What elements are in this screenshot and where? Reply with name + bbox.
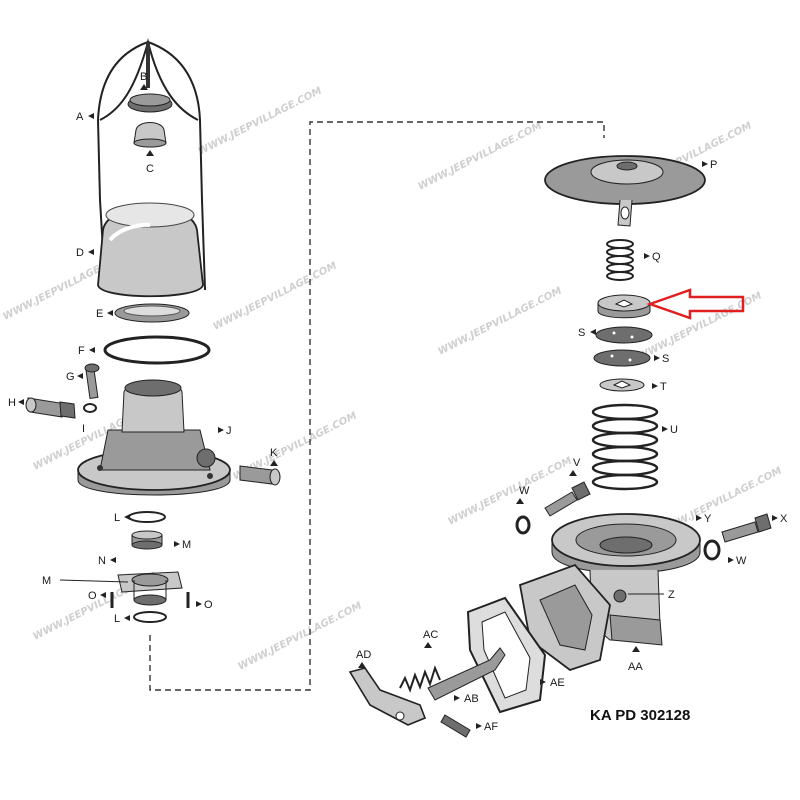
label-m: M: [182, 539, 191, 551]
highlight-arrow: [646, 288, 745, 320]
label-f: F: [78, 345, 85, 357]
part-u-spring: [591, 403, 659, 491]
label-e: E: [96, 308, 103, 320]
label-a: A: [76, 111, 84, 123]
part-m-valve: [131, 530, 163, 550]
part-k-outlet-fitting: [239, 465, 281, 486]
part-rocker-arm: [427, 647, 506, 701]
label-w: W: [519, 485, 530, 497]
part-ac-spring: [399, 665, 441, 693]
assembly-dashed-line: [149, 121, 605, 691]
part-d-glass-bowl: [97, 202, 204, 298]
part-af-pin: [440, 714, 471, 738]
label-ad: AD: [356, 649, 371, 661]
label-i: I: [82, 423, 85, 435]
label-s: S: [578, 327, 585, 339]
label-b: B: [140, 71, 147, 83]
part-p-diaphragm: [544, 155, 706, 227]
label-k: K: [270, 447, 278, 459]
watermark: WWW.JEEPVILLAGE.COM: [211, 261, 338, 333]
label-o: O: [204, 599, 213, 611]
part-z-pin: [613, 589, 627, 603]
part-ae-mounting-flange: [518, 563, 611, 672]
label-x: X: [780, 513, 788, 525]
part-e-filter-screen: [114, 303, 190, 323]
part-labels: A B C D E F G H I J K L M N M O O L P Q …: [8, 71, 788, 733]
watermark: WWW.JEEPVILLAGE.COM: [446, 456, 573, 528]
watermark: WWW.JEEPVILLAGE.COM: [416, 121, 543, 193]
part-x-bolt: [721, 513, 772, 543]
label-c: C: [146, 163, 154, 175]
label-q: Q: [652, 251, 661, 263]
label-aa: AA: [628, 661, 643, 673]
part-v-bolt: [544, 481, 591, 517]
label-d: D: [76, 247, 84, 259]
label-ac: AC: [423, 629, 438, 641]
label-l: L: [114, 512, 120, 524]
label-z: Z: [668, 589, 675, 601]
label-u: U: [670, 424, 678, 436]
part-c-cap: [133, 122, 167, 148]
part-ad-lever: [348, 667, 427, 726]
label-m: M: [42, 575, 51, 587]
part-h-inlet-fitting: [25, 397, 76, 419]
label-s: S: [662, 353, 669, 365]
label-g: G: [66, 371, 75, 383]
part-w-washer: [703, 539, 721, 561]
label-ae: AE: [550, 677, 565, 689]
label-af: AF: [484, 721, 498, 733]
label-ab: AB: [464, 693, 479, 705]
watermark: WWW.JEEPVILLAGE.COM: [436, 286, 563, 358]
label-v: V: [573, 457, 581, 469]
part-w-washer: [515, 515, 531, 535]
label-o: O: [88, 590, 97, 602]
label-h: H: [8, 397, 16, 409]
label-l: L: [114, 613, 120, 625]
part-j-pump-body: [77, 379, 231, 496]
part-b-wing-nut: [127, 93, 173, 113]
label-t: T: [660, 381, 667, 393]
label-j: J: [226, 425, 232, 437]
part-s-disc: [593, 349, 651, 367]
part-g-screw: [84, 363, 100, 399]
watermark: WWW.JEEPVILLAGE.COM: [236, 601, 363, 673]
part-s-disc: [595, 326, 653, 344]
label-n: N: [98, 555, 106, 567]
label-w: W: [736, 555, 747, 567]
part-q-spring: [606, 239, 634, 281]
label-p: P: [710, 159, 717, 171]
part-l-o-ring: [133, 611, 167, 623]
reference-code: KA PD 302128: [590, 707, 690, 724]
part-t-washer: [599, 378, 645, 392]
part-y-lower-housing: [551, 513, 701, 646]
label-y: Y: [704, 513, 712, 525]
part-f-gasket: [103, 335, 211, 365]
part-a-bail-wire: [96, 38, 206, 291]
watermark: WWW.JEEPVILLAGE.COM: [196, 86, 323, 158]
part-ab-gasket: [466, 596, 547, 714]
part-r-cup-washer: [597, 294, 651, 319]
part-n-valve-retainer: [117, 571, 183, 606]
part-l-o-ring: [128, 511, 166, 523]
part-i-washer: [83, 403, 97, 413]
